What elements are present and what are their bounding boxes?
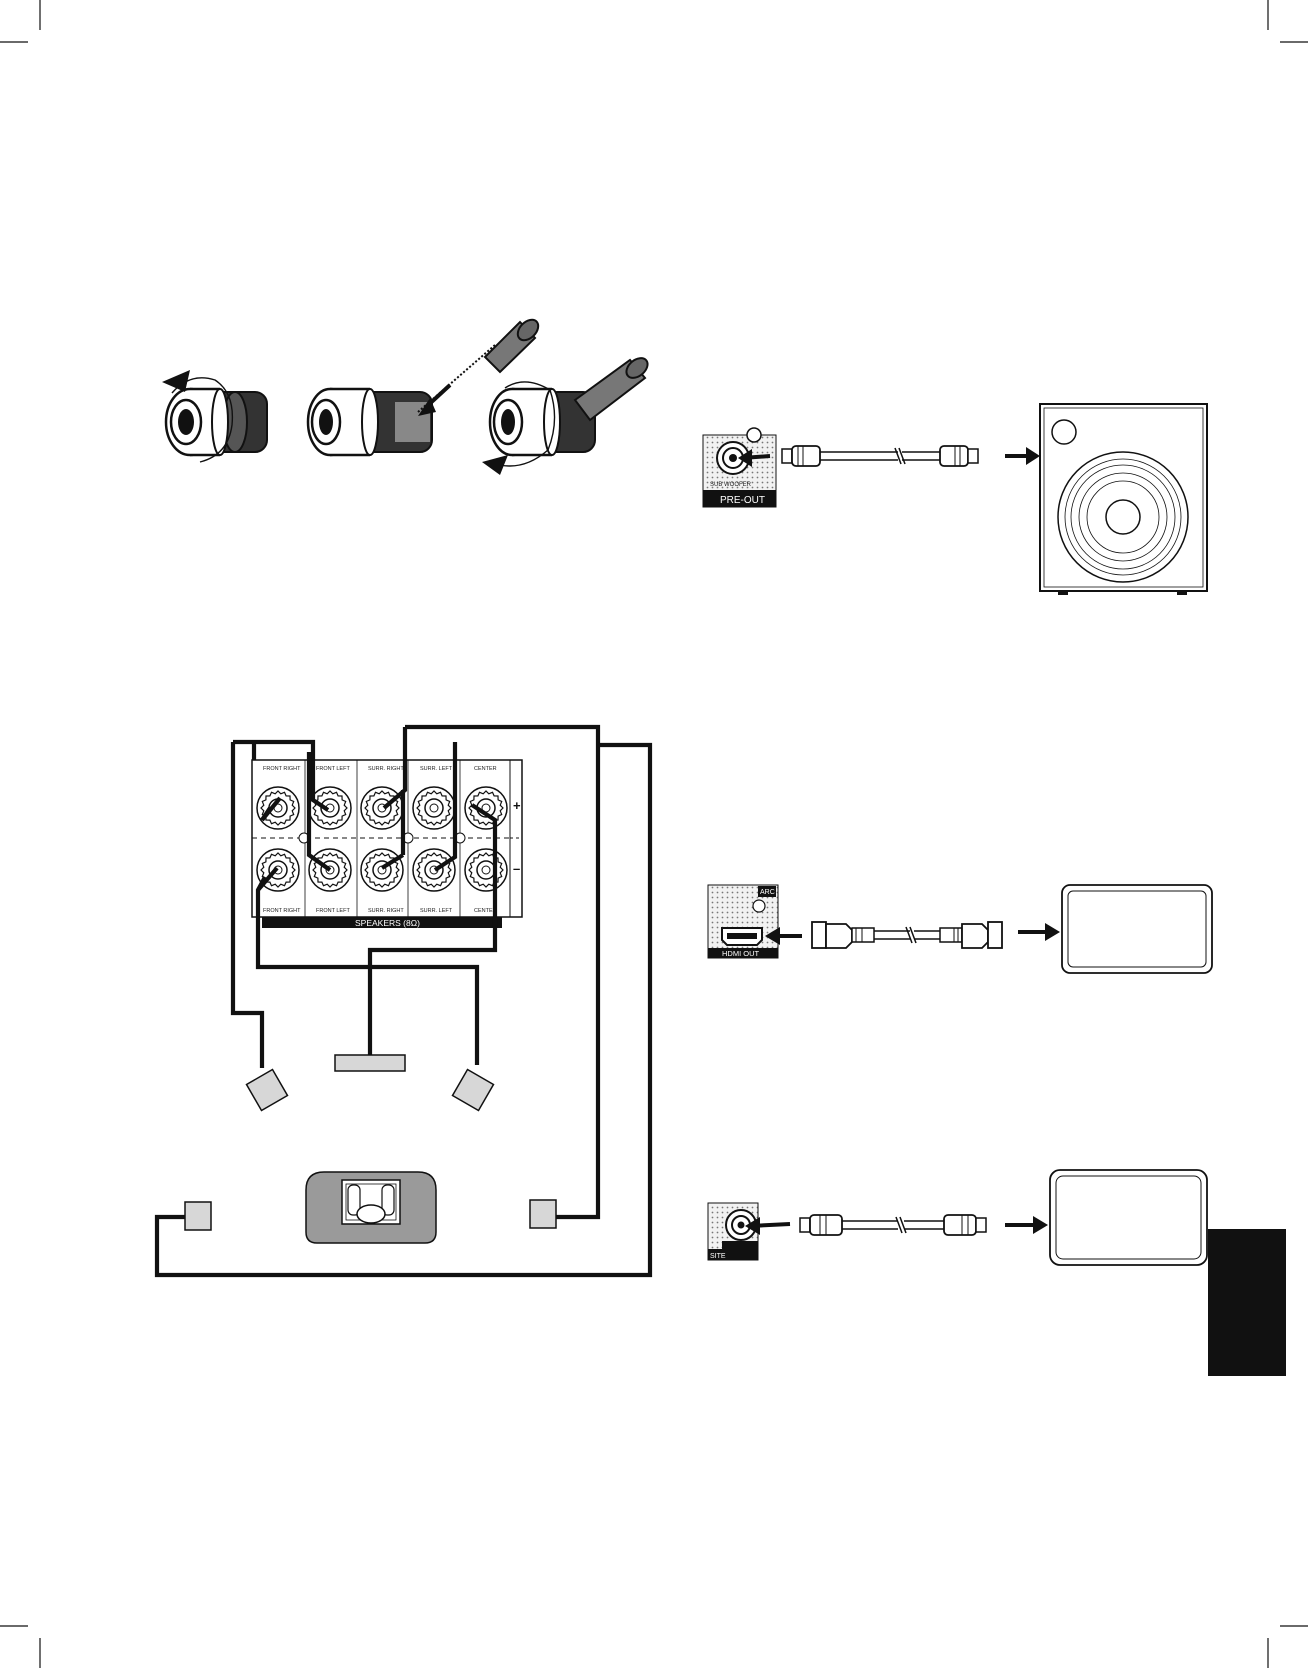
- hdmi-cable: [812, 922, 1002, 948]
- speaker-center: [335, 1055, 405, 1071]
- language-tab: [1208, 1229, 1286, 1376]
- subwoofer-connection: SUB WOOFER PRE-OUT: [703, 404, 1207, 595]
- arc-badge: ARC: [760, 889, 775, 896]
- binding-post-step-1: [162, 370, 267, 462]
- tv-screen: [1062, 885, 1212, 973]
- channel-bottom-label: FRONT LEFT: [316, 908, 350, 914]
- speaker-terminal: [413, 787, 455, 829]
- speaker-terminal: [257, 787, 299, 829]
- plus-sign: +: [513, 798, 521, 813]
- binding-post-step-3: [482, 354, 651, 475]
- speaker-terminal: [413, 849, 455, 891]
- speaker-terminal: [361, 849, 403, 891]
- speaker-front-right: [453, 1070, 494, 1111]
- arrow-right-icon: [1045, 923, 1060, 941]
- hdmi-out-label: HDMI OUT: [722, 949, 759, 958]
- speaker-terminal: [361, 787, 403, 829]
- minus-sign: –: [513, 861, 520, 876]
- speakers-label: SPEAKERS (8Ω): [355, 918, 420, 928]
- speaker-surround-right: [530, 1200, 556, 1228]
- channel-bottom-label: FRONT RIGHT: [263, 908, 301, 914]
- optical-bar-label: SITE: [710, 1253, 726, 1260]
- subwoofer-box: [1040, 404, 1207, 595]
- speaker-terminal: [465, 849, 507, 891]
- channel-bottom-label: SURR. LEFT: [420, 908, 453, 914]
- arrow-right-icon: [1033, 1216, 1048, 1234]
- pre-out-label: PRE-OUT: [720, 495, 765, 506]
- channel-top-label: SURR. RIGHT: [368, 766, 404, 772]
- listening-seat: [306, 1172, 436, 1243]
- channel-top-label: CENTER: [474, 766, 497, 772]
- speaker-surround-left: [185, 1202, 211, 1230]
- optical-connection: SITE: [708, 1170, 1207, 1265]
- audio-cable: [800, 1215, 986, 1235]
- audio-device: [1050, 1170, 1207, 1265]
- channel-top-label: SURR. LEFT: [420, 766, 453, 772]
- channel-bottom-label: SURR. RIGHT: [368, 908, 404, 914]
- speaker-terminal: [309, 787, 351, 829]
- hdmi-connection: ARC HDMI OUT: [708, 885, 1212, 973]
- speaker-front-left: [247, 1070, 288, 1111]
- speaker-wiring-diagram: SPEAKERS (8Ω) + – FRONT RIGHT FRONT LEFT…: [157, 727, 650, 1275]
- speaker-terminal: [465, 787, 507, 829]
- rca-cable: [782, 446, 978, 466]
- channel-top-label: FRONT RIGHT: [263, 766, 301, 772]
- channel-top-label: FRONT LEFT: [316, 766, 350, 772]
- arrow-right-icon: [1026, 447, 1040, 465]
- speaker-terminal-panel: SPEAKERS (8Ω) + – FRONT RIGHT FRONT LEFT…: [252, 760, 522, 928]
- subwoofer-jack-label: SUB WOOFER: [710, 482, 752, 488]
- binding-post-steps: [162, 316, 651, 475]
